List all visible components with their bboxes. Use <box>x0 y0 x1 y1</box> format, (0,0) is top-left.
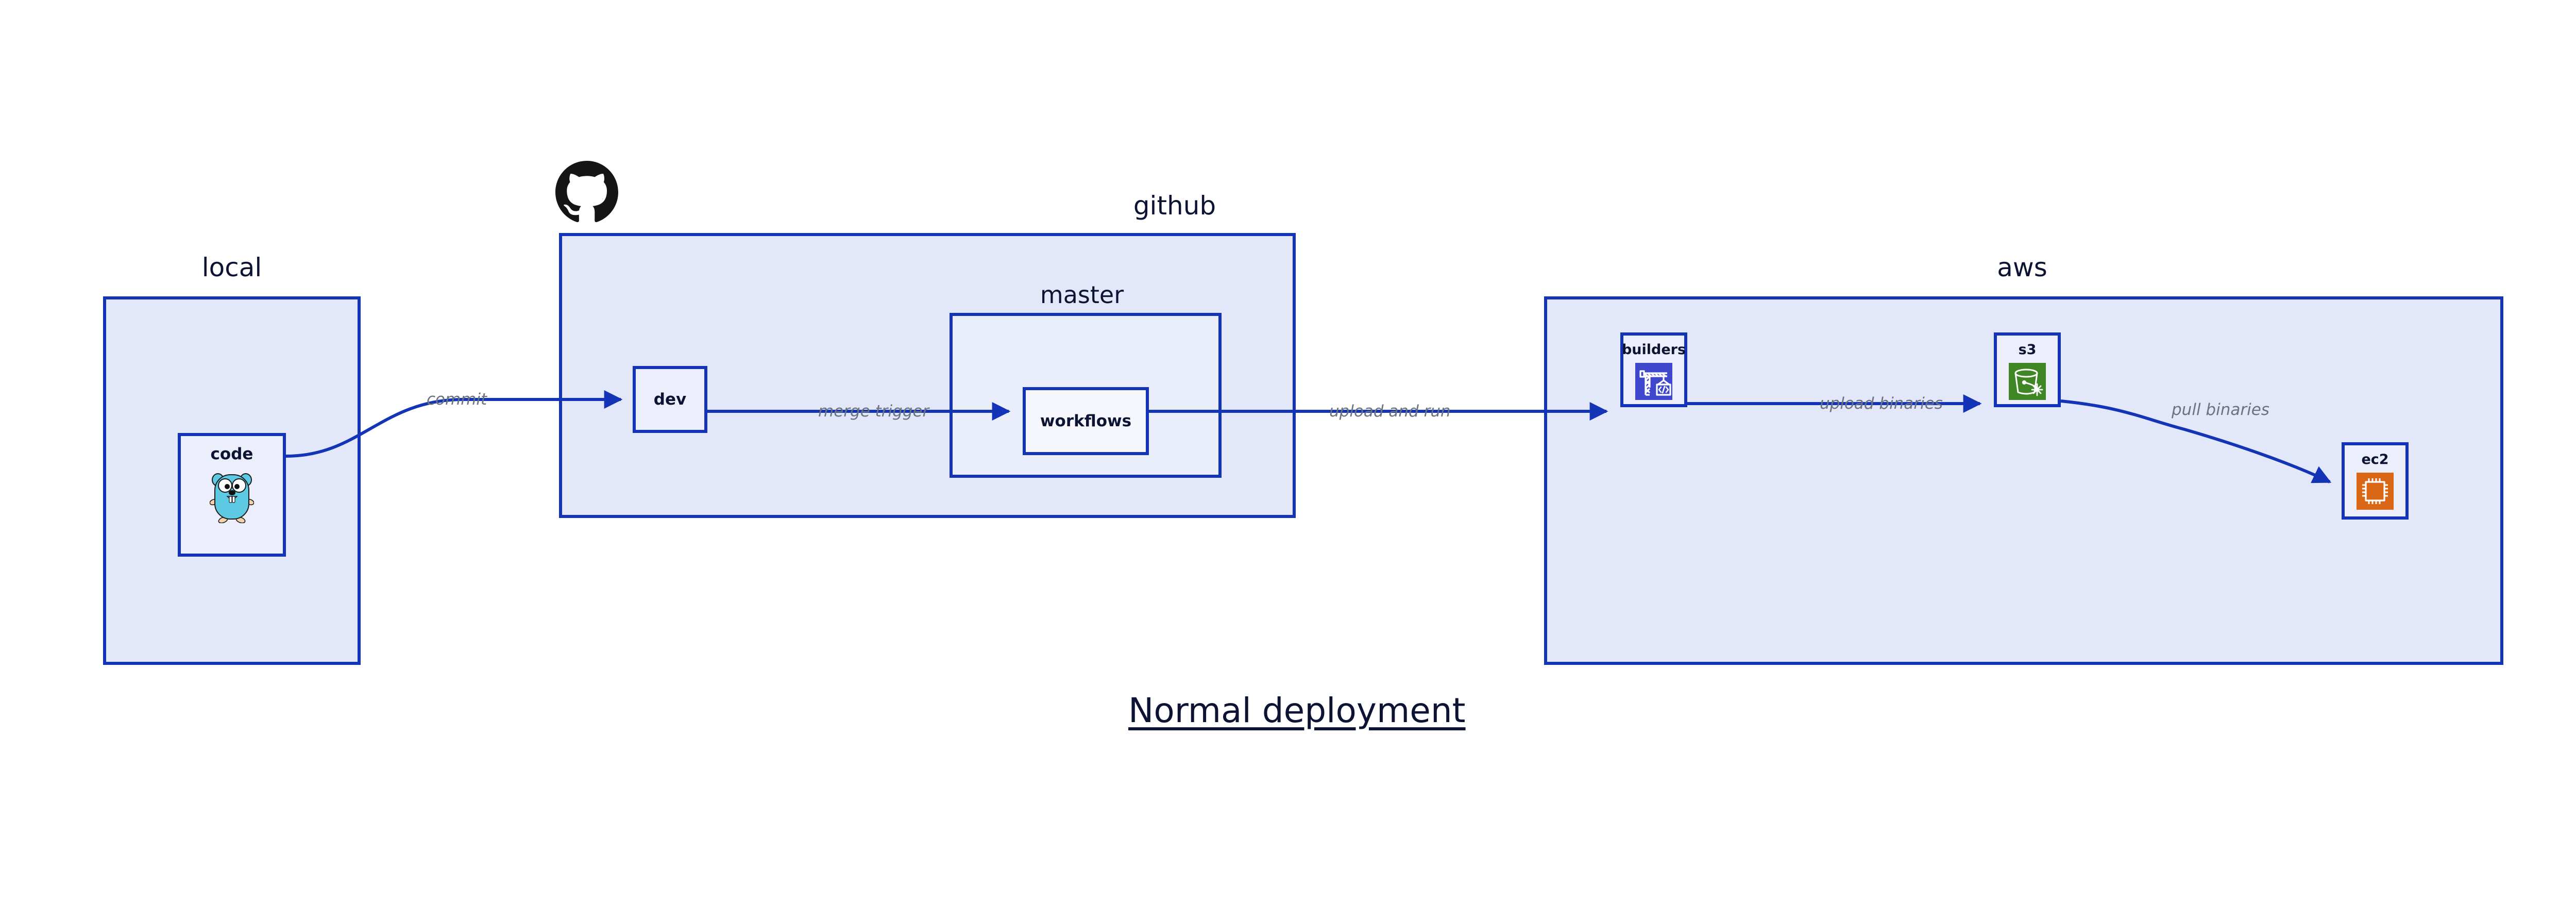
group-label-local: local <box>201 253 262 282</box>
node-code[interactable]: code <box>178 433 286 557</box>
edge-label-pull-binaries: pull binaries <box>2172 400 2269 419</box>
node-workflows[interactable]: workflows <box>1023 387 1149 455</box>
node-label-code: code <box>210 445 253 463</box>
node-label-s3: s3 <box>2018 342 2037 358</box>
go-gopher-icon <box>209 470 255 525</box>
edge-label-upload-binaries: upload binaries <box>1820 394 1943 413</box>
group-label-aws: aws <box>1997 253 2047 282</box>
group-label-master: master <box>1040 281 1124 309</box>
group-label-github: github <box>1133 191 1216 221</box>
node-s3[interactable]: s3 <box>1994 332 2061 407</box>
node-label-dev: dev <box>653 390 687 409</box>
aws-ec2-icon <box>2357 473 2394 512</box>
edge-label-merge-trigger: merge trigger <box>818 402 929 421</box>
edge-label-upload-and-run: upload and run <box>1329 402 1451 421</box>
node-ec2[interactable]: ec2 <box>2342 442 2409 520</box>
page-title: Normal deployment <box>1128 691 1466 730</box>
edge-label-commit: commit <box>427 390 487 409</box>
node-label-workflows: workflows <box>1040 411 1132 430</box>
node-builders[interactable]: builders <box>1620 332 1687 407</box>
node-dev[interactable]: dev <box>633 366 707 433</box>
github-octocat-icon <box>555 161 618 226</box>
aws-codebuild-icon <box>1635 363 1672 402</box>
aws-s3-glacier-icon <box>2009 363 2046 402</box>
node-label-builders: builders <box>1621 342 1686 358</box>
node-label-ec2: ec2 <box>2361 452 2389 467</box>
